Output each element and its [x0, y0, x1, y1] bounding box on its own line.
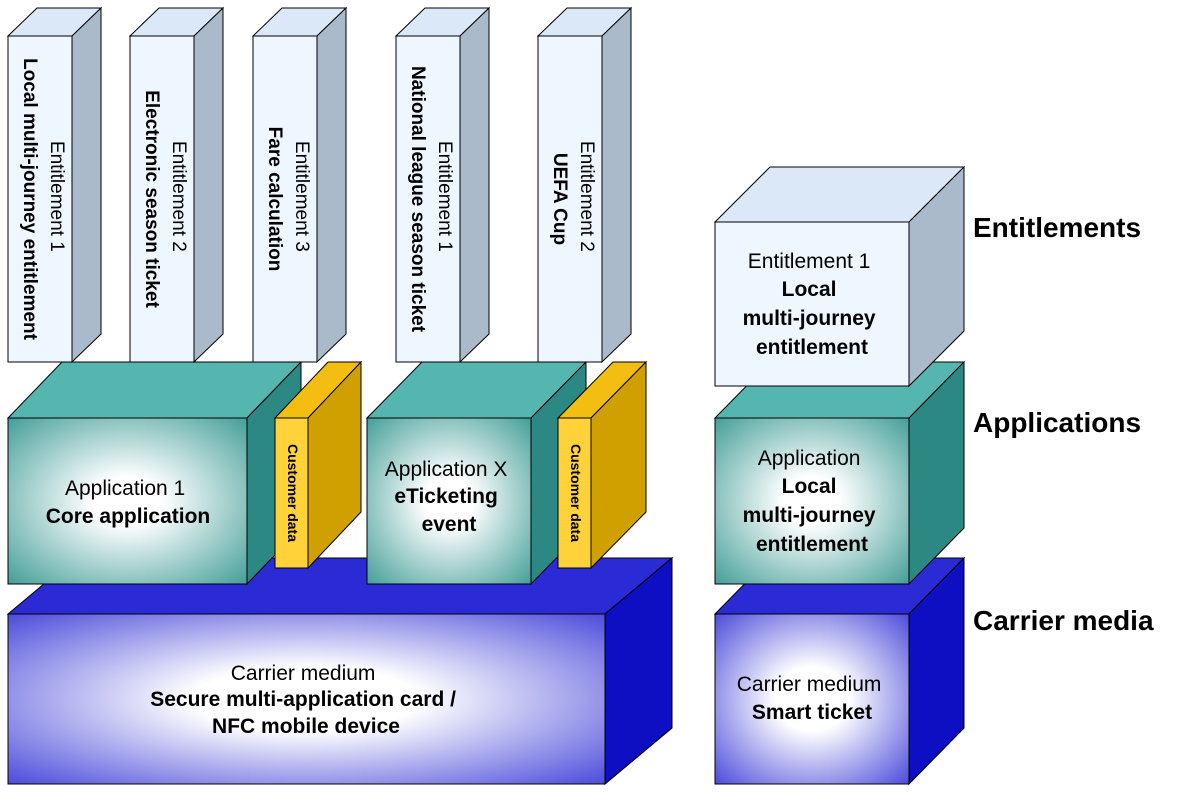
left-entitlement-3-title: Entitlement 3 [291, 141, 312, 252]
svg-text:Carrier medium Secure mu: Carrier medium Secure multi-application … [150, 662, 462, 738]
left-application-x-name-2: event [422, 513, 477, 536]
svg-text:Entitlement 1 Local: Entitlement 1 Local multi-journey entitl… [743, 250, 882, 359]
svg-text:Entitlement 2 UEFA Cup: Entitlement 2 UEFA Cup [549, 141, 597, 257]
left-entitlement-3-front [252, 35, 318, 363]
left-entitlement-5-box: Entitlement 2 UEFA Cup [536, 6, 633, 364]
left-application-1-front [7, 417, 248, 585]
right-carrier-box: Carrier medium Smart ticket [713, 556, 966, 786]
svg-text:Entitlement 2 Electronic: Entitlement 2 Electronic season ticket [141, 90, 189, 308]
left-entitlement-4-name: National league season ticket [407, 66, 428, 333]
left-entitlement-1-box: Entitlement 1 Local multi-journey entitl… [6, 6, 103, 364]
right-carrier-front [714, 613, 910, 785]
right-entitlement-name-3: entitlement [756, 336, 868, 359]
left-entitlement-5-front [537, 35, 603, 363]
left-carrier-front [7, 613, 606, 785]
left-entitlement-5-title: Entitlement 2 [576, 141, 597, 252]
left-customer-data-2-box: Customer data [556, 360, 648, 570]
right-entitlement-front [714, 221, 910, 387]
left-entitlement-4-front [395, 35, 461, 363]
left-application-x-box: Application X eTicketing event [365, 360, 588, 586]
customer-data-1-front [274, 417, 309, 569]
right-entitlement-name-2: multi-journey [743, 307, 876, 330]
left-application-1-title: Application 1 [65, 477, 185, 500]
right-application-front [714, 417, 910, 585]
left-entitlement-2-front [129, 35, 195, 363]
layer-label-applications: Applications [973, 407, 1142, 438]
svg-text:Entitlement 3 Fare calcu: Entitlement 3 Fare calculation [264, 127, 312, 272]
right-carrier-name: Smart ticket [752, 701, 872, 724]
left-entitlement-1-title: Entitlement 1 [46, 141, 67, 252]
svg-text:Application 1 Core appli: Application 1 Core application [46, 477, 211, 528]
left-carrier-name-1: Secure multi-application card / [150, 688, 456, 711]
left-entitlement-1-front [7, 35, 73, 363]
svg-text:Application Local: Application Local multi-journey entitlem… [743, 447, 882, 556]
right-application-name-1: Local [782, 475, 837, 498]
left-entitlement-1-name: Local multi-journey entitlement [19, 58, 40, 341]
left-entitlement-2-box: Entitlement 2 Electronic season ticket [128, 6, 225, 364]
right-entitlement-name-1: Local [782, 278, 837, 301]
svg-text:Entitlement 1 National l: Entitlement 1 National league season tic… [407, 66, 455, 333]
right-application-box: Application Local multi-journey entitlem… [713, 360, 966, 586]
layer-label-entitlements: Entitlements [973, 212, 1142, 243]
svg-text:Carrier medium Smart tic: Carrier medium Smart ticket [737, 673, 888, 724]
right-application-name-2: multi-journey [743, 504, 876, 527]
right-entitlement-box: Entitlement 1 Local multi-journey entitl… [713, 165, 966, 388]
right-application-title: Application [758, 447, 861, 470]
right-entitlement-title: Entitlement 1 [748, 250, 871, 273]
left-entitlement-5-side [601, 6, 632, 364]
left-entitlement-4-side [459, 6, 490, 364]
svg-text:Entitlement 1 Local mult: Entitlement 1 Local multi-journey entitl… [19, 58, 67, 341]
left-entitlement-2-side [193, 6, 224, 364]
svg-text:Application X eTicketing: Application X eTicketing event [385, 458, 513, 536]
left-customer-data-1-box: Customer data [273, 360, 363, 570]
layer-label-carrier-media: Carrier media [973, 605, 1154, 636]
left-application-1-box: Application 1 Core application [6, 360, 303, 586]
left-entitlement-5-name: UEFA Cup [549, 153, 570, 245]
left-carrier-name-2: NFC mobile device [212, 715, 400, 738]
left-entitlement-4-box: Entitlement 1 National league season tic… [394, 6, 491, 364]
left-entitlement-3-box: Entitlement 3 Fare calculation [251, 6, 348, 364]
left-application-x-name-1: eTicketing [394, 485, 497, 508]
left-entitlement-3-side [316, 6, 347, 364]
left-entitlement-3-name: Fare calculation [264, 127, 285, 272]
customer-data-2-front [557, 417, 592, 569]
left-application-1-name: Core application [46, 505, 211, 528]
right-application-name-3: entitlement [756, 533, 868, 556]
left-entitlement-1-side [71, 6, 102, 364]
left-application-x-front [366, 417, 532, 585]
left-carrier-box: Carrier medium Secure multi-application … [6, 556, 674, 786]
left-carrier-title: Carrier medium [231, 662, 376, 685]
left-entitlement-2-title: Entitlement 2 [168, 141, 189, 252]
left-entitlement-4-title: Entitlement 1 [434, 141, 455, 252]
right-carrier-title: Carrier medium [737, 673, 882, 696]
left-entitlement-2-name: Electronic season ticket [141, 90, 162, 308]
left-application-x-title: Application X [385, 458, 508, 481]
customer-data-1-label: Customer data [285, 444, 301, 542]
customer-data-2-label: Customer data [568, 444, 584, 542]
